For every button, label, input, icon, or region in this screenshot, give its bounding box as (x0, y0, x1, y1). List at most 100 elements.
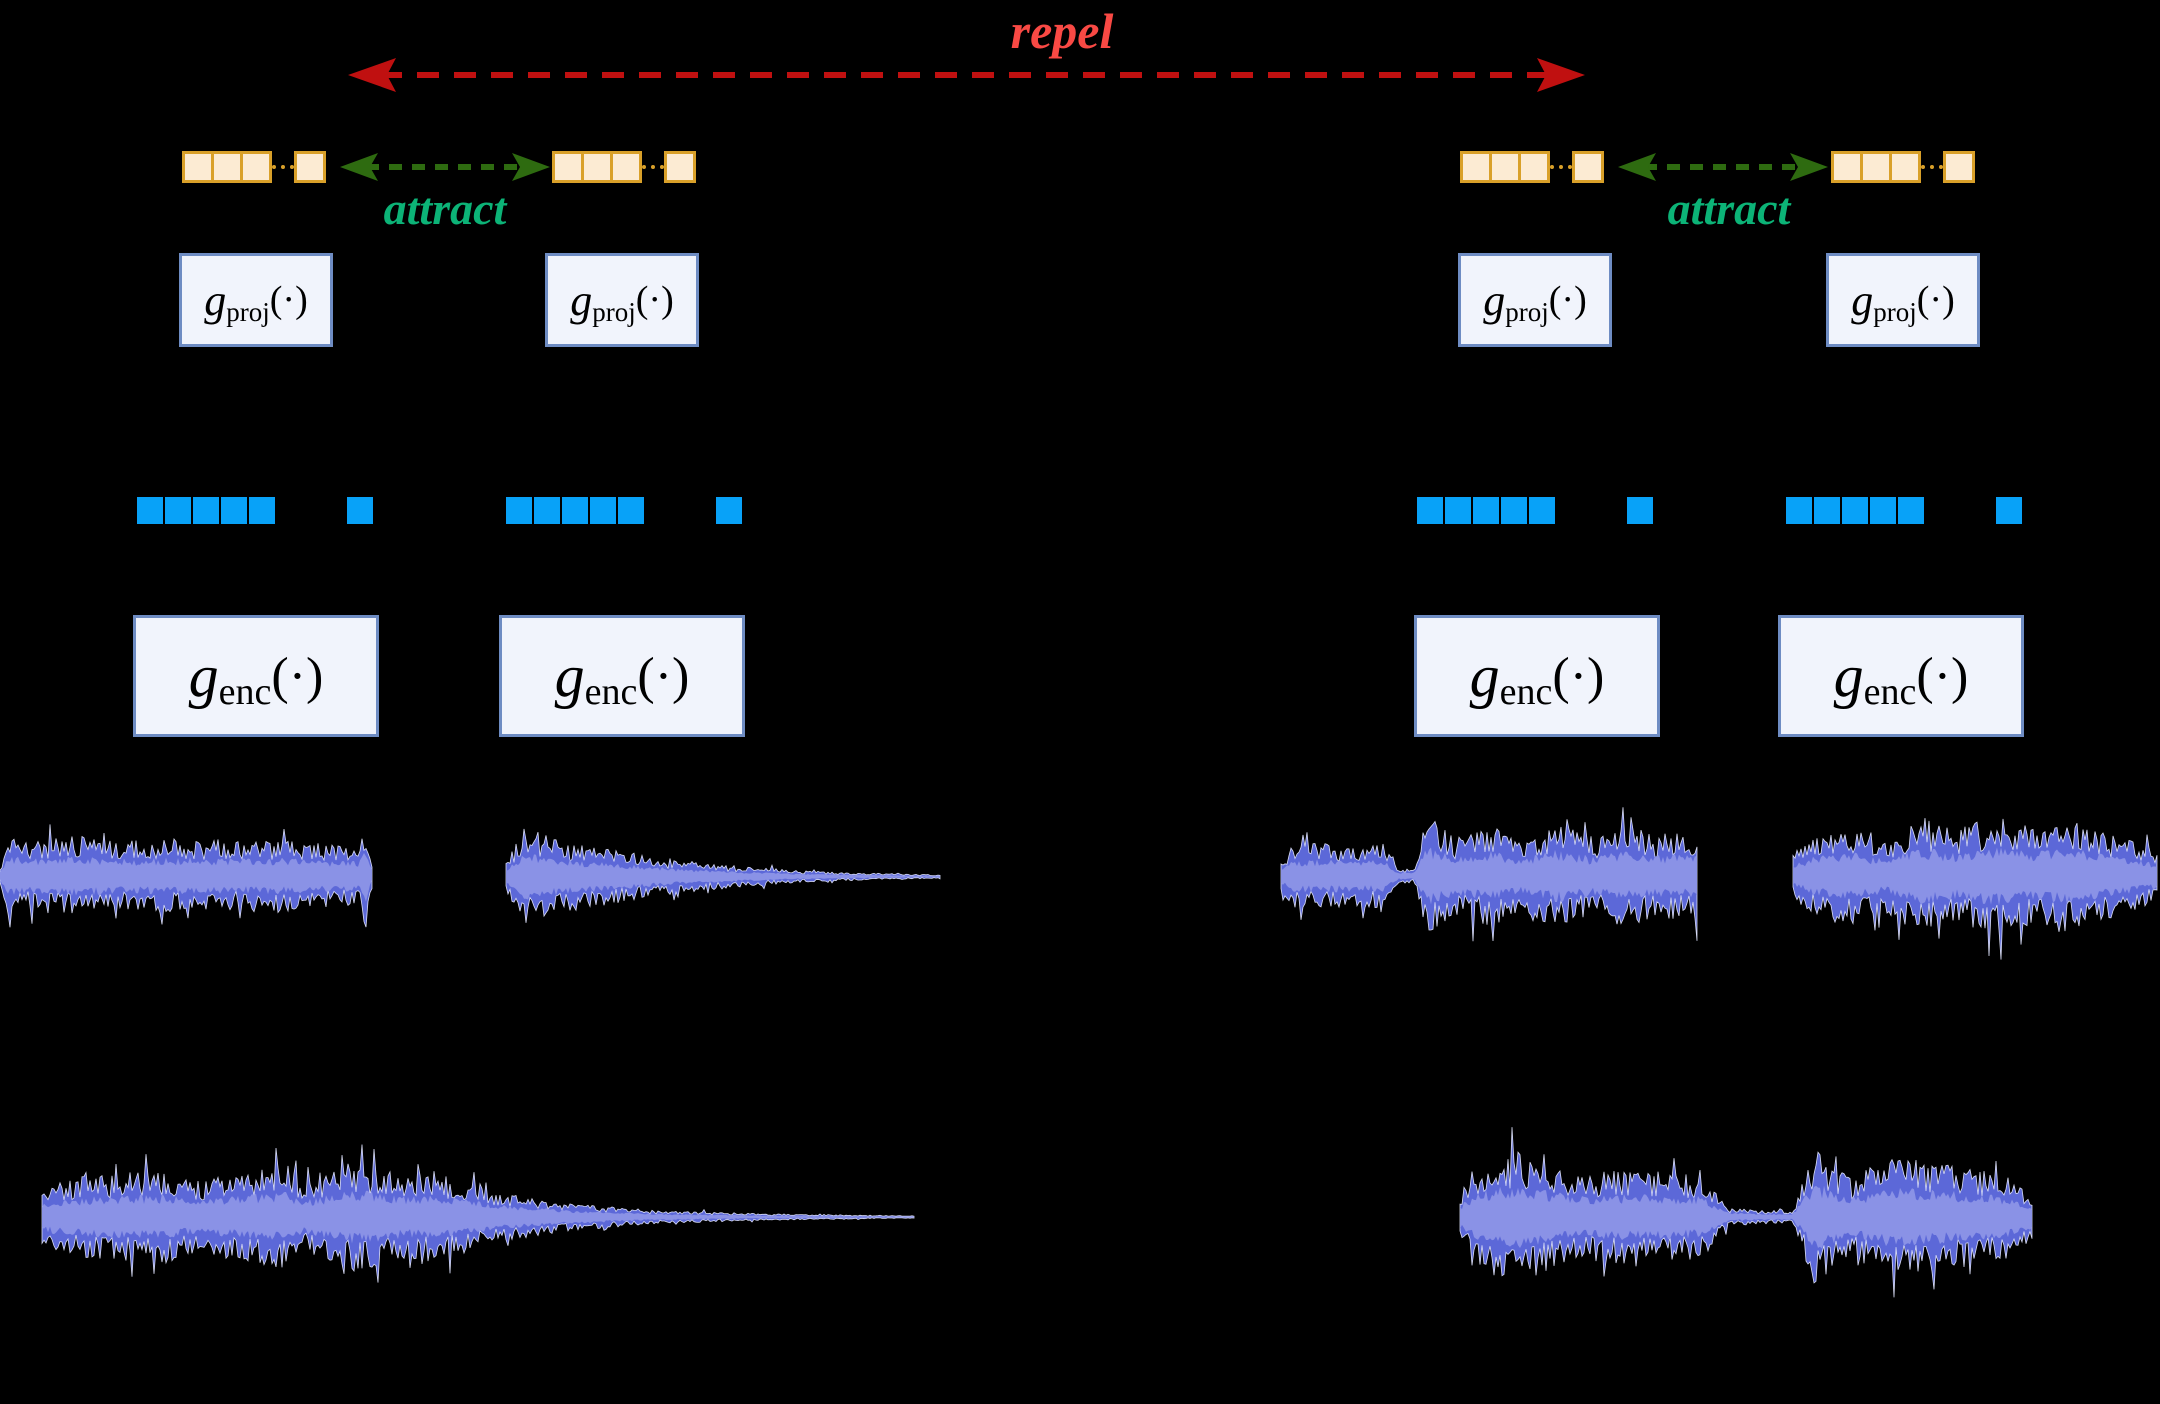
attract-arrow-right (1618, 153, 1828, 181)
token-block (1831, 151, 1921, 183)
formula-g: g (1469, 642, 1500, 709)
embedding-square (562, 496, 588, 524)
token-square (1889, 151, 1921, 183)
projected-tokens-view1-right (1460, 150, 1604, 184)
formula-g: g (1833, 642, 1864, 709)
waveform-segment-view2-right (1792, 818, 2158, 960)
token-square (552, 151, 584, 183)
token-square (610, 151, 642, 183)
ellipsis-dots (1921, 165, 1943, 169)
waveform-segment-view1-right (1280, 807, 1698, 942)
formula-sub: enc (1863, 671, 1917, 713)
ellipsis-dots (1550, 165, 1572, 169)
embedding-square (590, 496, 616, 524)
ellipsis-dots (642, 165, 664, 169)
embedding-square (221, 496, 247, 524)
embedding-square (506, 496, 532, 524)
formula-sub: proj (592, 296, 636, 327)
token-block (182, 151, 272, 183)
embedding-square (1417, 496, 1443, 524)
embedding-square (1786, 496, 1812, 524)
projected-tokens-view2-right (1831, 150, 1975, 184)
embedding-square (1898, 496, 1924, 524)
embedding-square-single (716, 496, 742, 524)
formula-g: g (1851, 275, 1874, 325)
formula-args: (·) (1548, 279, 1587, 321)
embedding-square (618, 496, 644, 524)
token-square (182, 151, 214, 183)
embedding-square (193, 496, 219, 524)
embedding-square (1814, 496, 1840, 524)
embedding-square (1501, 496, 1527, 524)
waveform-segment-view1-left (0, 824, 373, 928)
token-square (1489, 151, 1521, 183)
embedding-square (534, 496, 560, 524)
embedding-square (1445, 496, 1471, 524)
formula-sub: proj (226, 296, 270, 327)
embedding-square (1529, 496, 1555, 524)
formula-args: (·) (269, 279, 308, 321)
token-square-single (664, 151, 696, 183)
waveform-segment-view2-left (505, 828, 941, 923)
embedding-square (1842, 496, 1868, 524)
formula-g: g (1483, 275, 1506, 325)
embedding-square (1870, 496, 1896, 524)
formula-args: (·) (1916, 279, 1955, 321)
formula-args: (·) (271, 647, 324, 705)
token-square-single (294, 151, 326, 183)
embedding-square (249, 496, 275, 524)
waveform-source-left (41, 1144, 915, 1283)
token-square (581, 151, 613, 183)
token-square-single (1572, 151, 1604, 183)
waveform-source-right (1459, 1127, 2033, 1298)
embedding-row-3 (1417, 496, 1653, 524)
token-square (1460, 151, 1492, 183)
formula-sub: proj (1505, 296, 1549, 327)
token-square (211, 151, 243, 183)
embedding-square-single (1996, 496, 2022, 524)
embedding-square (1473, 496, 1499, 524)
formula-args: (·) (635, 279, 674, 321)
embedding-square-single (1627, 496, 1653, 524)
formula-args: (·) (1916, 647, 1969, 705)
formula-g: g (554, 642, 585, 709)
formula-sub: enc (1499, 671, 1553, 713)
formula-sub: enc (584, 671, 638, 713)
embedding-row-1 (137, 496, 373, 524)
projected-tokens-view2-left (552, 150, 696, 184)
repel-arrow (348, 58, 1585, 92)
embedding-row-4 (1786, 496, 2022, 524)
token-block (1460, 151, 1550, 183)
embedding-square (165, 496, 191, 524)
token-square-single (1943, 151, 1975, 183)
formula-sub: enc (218, 671, 272, 713)
repel-label: repel (1010, 3, 1114, 59)
projected-tokens-view1-left (182, 150, 326, 184)
embedding-square-single (347, 496, 373, 524)
token-square (1518, 151, 1550, 183)
formula-g: g (204, 275, 227, 325)
attract-arrow-left (340, 153, 550, 181)
embedding-row-2 (506, 496, 742, 524)
token-square (1860, 151, 1892, 183)
formula-g: g (570, 275, 593, 325)
embedding-square (137, 496, 163, 524)
token-square (240, 151, 272, 183)
ellipsis-dots (272, 165, 294, 169)
formula-sub: proj (1873, 296, 1917, 327)
attract-label-right: attract (1667, 183, 1791, 234)
formula-args: (·) (637, 647, 690, 705)
formula-args: (·) (1552, 647, 1605, 705)
attract-label-left: attract (383, 183, 507, 234)
formula-g: g (188, 642, 219, 709)
token-block (552, 151, 642, 183)
